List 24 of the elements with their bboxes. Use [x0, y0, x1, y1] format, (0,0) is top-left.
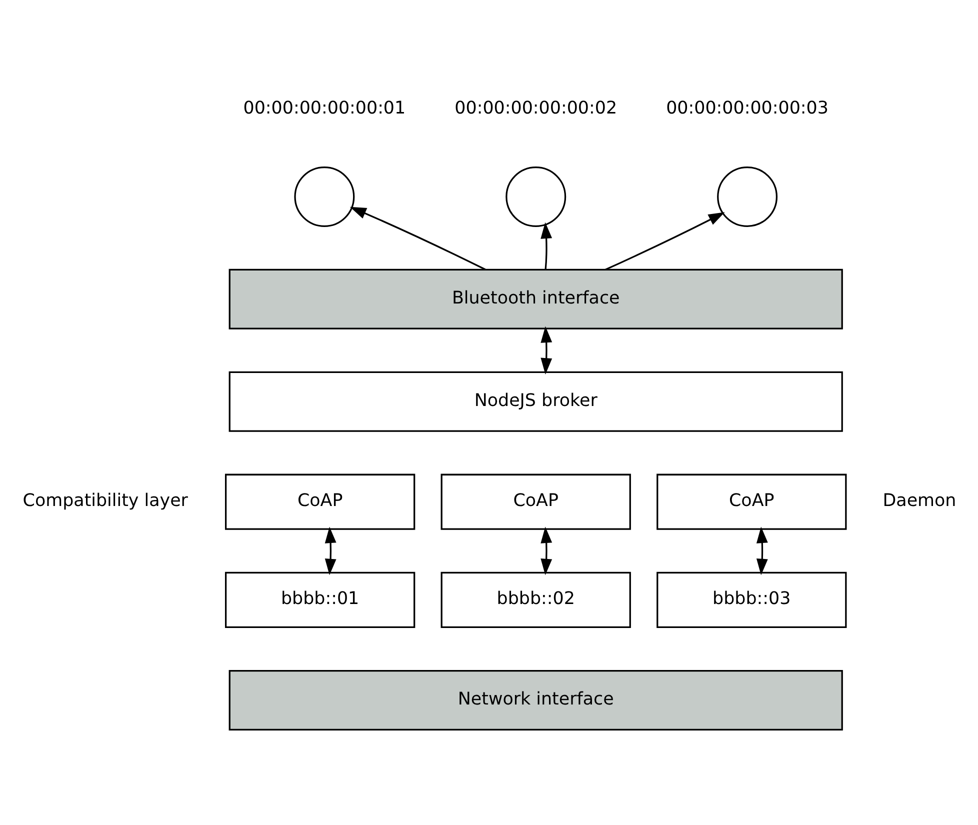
arrow	[756, 526, 768, 576]
node-box: bbbb::01	[224, 572, 416, 628]
node-box: CoAP	[656, 474, 847, 530]
node-circle	[294, 166, 355, 227]
node-label: 00:00:00:00:00:02	[454, 98, 618, 119]
node-box: Bluetooth interface	[228, 268, 843, 330]
node-box: bbbb::03	[656, 572, 847, 628]
node-label: 00:00:00:00:00:01	[243, 98, 406, 119]
arrow	[540, 326, 552, 374]
node-box: NodeJS broker	[228, 371, 843, 432]
node-box: bbbb::02	[440, 572, 631, 628]
arrow	[350, 206, 486, 270]
arrow	[540, 222, 552, 270]
arrow	[605, 212, 725, 270]
node-box: CoAP	[440, 474, 631, 530]
node-box: CoAP	[224, 474, 416, 530]
label: Compatibility layer	[22, 491, 188, 512]
node-circle	[717, 166, 778, 227]
node-circle	[506, 166, 566, 227]
node-label: 00:00:00:00:00:03	[666, 98, 828, 119]
arrow	[540, 526, 552, 576]
arrow	[324, 526, 336, 576]
node-box: Network interface	[228, 670, 843, 730]
label: Daemon	[882, 491, 956, 512]
